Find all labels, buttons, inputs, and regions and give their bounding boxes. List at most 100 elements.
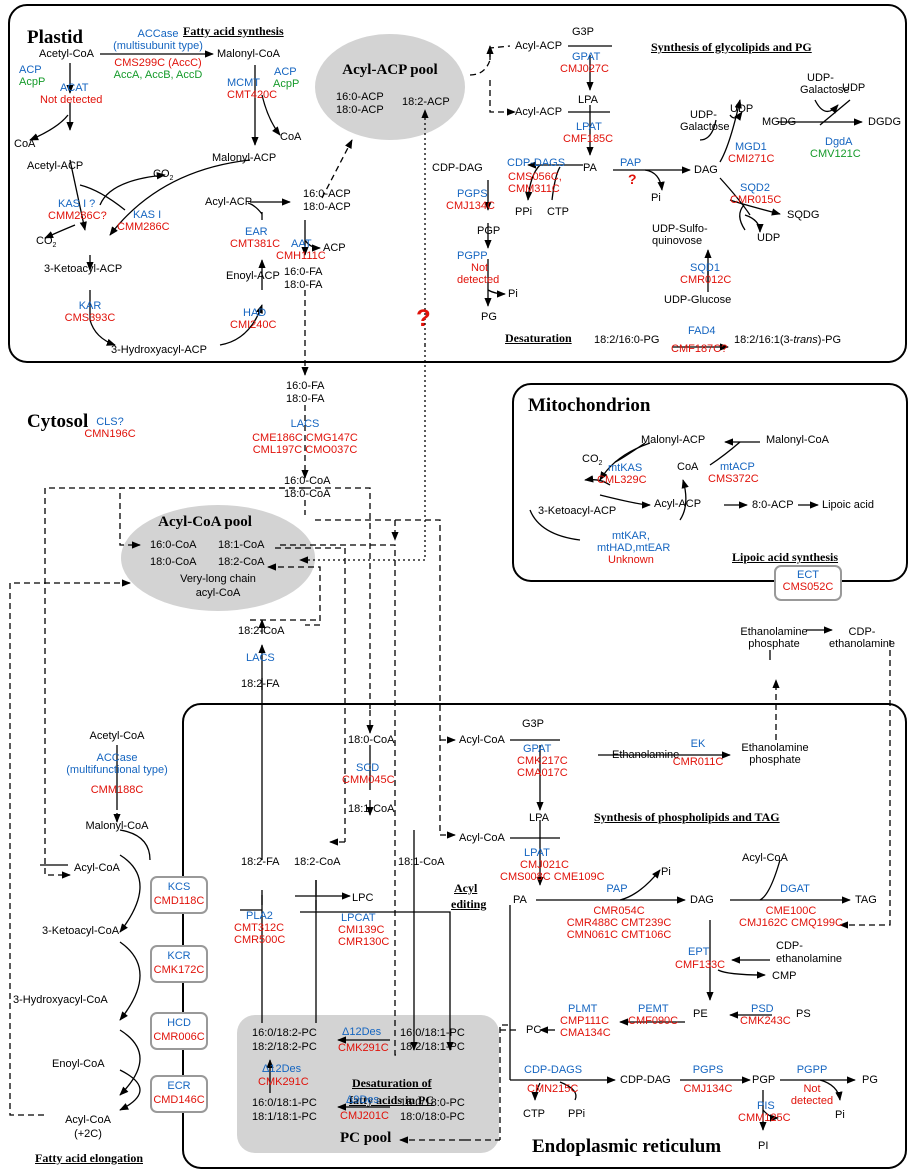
gpat-plastid-gene: CMJ027C (560, 63, 609, 75)
hydroxyacyl-acp: 3-Hydroxyacyl-ACP (111, 344, 207, 356)
pc-18-0-18-0: 18:0/18:0-PC (400, 1111, 465, 1123)
dgda-gene: CMV121C (810, 148, 861, 160)
er-cdp-etn-2: ethanolamine (776, 953, 843, 965)
pool-vlc-2: acyl-CoA (195, 587, 241, 599)
pap-question: ? (628, 171, 637, 187)
mtkar-1: mtKAR, (612, 530, 650, 542)
er-label: Endoplasmic reticulum (532, 1136, 722, 1157)
ctp-plastid: CTP (547, 206, 569, 218)
elong-ketoacyl: 3-Ketoacyl-CoA (42, 925, 120, 937)
er-compartment (182, 703, 907, 1169)
er-pgpp: PGPP (796, 1064, 828, 1076)
kcs: KCS (167, 881, 191, 893)
desat-product: 18:2/16:1(3-trans)-PG (734, 334, 842, 346)
malonyl-coa: Malonyl-CoA (217, 48, 280, 60)
lpat-plastid-gene: CMF185C (563, 133, 614, 145)
mito-unknown: Unknown (608, 554, 654, 566)
pool-vlc-1: Very-long chain (180, 573, 256, 585)
had: HAD (243, 307, 267, 319)
hcd: HCD (167, 1017, 191, 1029)
lipoic-section: Lipoic acid synthesis (732, 550, 839, 564)
pc-18-1-18-1: 18:1/18:1-PC (252, 1111, 317, 1123)
er-lpat-gene-1: CMJ021C (520, 859, 569, 871)
pc-pool-title: PC pool (340, 1130, 392, 1146)
lipoic-acid: Lipoic acid (822, 499, 874, 511)
er-pap-gene-1: CMR054C (593, 905, 645, 917)
pgpp-nd-1: Not (471, 262, 489, 274)
er-acyl-coa-2: Acyl-CoA (459, 832, 505, 844)
er-gpat-gene-1: CMK217C (517, 755, 568, 767)
kas1: KAS I (133, 209, 162, 221)
dag-plastid: DAG (694, 164, 718, 176)
etn-phosphate-2: phosphate (748, 638, 800, 650)
cyto-fa-18-0: 18:0-FA (286, 393, 325, 405)
cyto-coa-18-2: 18:2-CoA (238, 625, 285, 637)
ect-box (774, 565, 842, 601)
udp-sqd: UDP (757, 232, 781, 244)
cdp-dags-gene-2: CMM311C (508, 183, 560, 195)
pc-desaturation-1: Desaturation of (352, 1076, 432, 1090)
er-etn-p-2: phosphate (749, 754, 801, 766)
ecr: ECR (167, 1080, 191, 1092)
sqd2: SQD2 (740, 182, 770, 194)
pis-gene: CMM125C (738, 1112, 791, 1124)
plastid-compartment (8, 4, 907, 363)
pgpp-plastid: PGPP (457, 250, 488, 262)
sqd1-gene: CMR012C (680, 274, 732, 286)
ppi-plastid: PPi (515, 206, 533, 218)
cyto-fa-16-0: 16:0-FA (286, 380, 325, 392)
elong-acyl-coa-2: Acyl-CoA (65, 1114, 111, 1126)
ear-gene: CMT381C (230, 238, 281, 250)
mito-ketoacyl: 3-Ketoacyl-ACP (538, 505, 617, 517)
cls-gene: CMN196C (84, 428, 136, 440)
accase-mf-gene: CMM188C (90, 784, 144, 796)
mgd1-gene: CMI271C (728, 153, 775, 165)
ethanolamine: Ethanolamine (612, 749, 680, 761)
acp-3: ACP (323, 242, 346, 254)
sqd1: SQD1 (690, 262, 720, 274)
er-coa-18-1-b: 18:1-CoA (398, 856, 445, 868)
er-fa-18-2: 18:2-FA (241, 856, 280, 868)
unknown-transport-question: ? (416, 305, 431, 332)
er-pap-gene-2: CMR488C CMT239C (566, 917, 672, 929)
lpc: LPC (352, 892, 374, 904)
pis: PIS (757, 1100, 775, 1112)
pemt-gene: CMF090C (628, 1015, 679, 1027)
acetyl-coa: Acetyl-CoA (39, 48, 95, 60)
d12des-1: Δ12Des (342, 1026, 382, 1038)
er-gpat-gene-2: CMA017C (517, 767, 568, 779)
kcr: KCR (167, 950, 191, 962)
er-ps: PS (796, 1008, 811, 1020)
er-pap-gene-3: CMN061C CMT106C (566, 929, 672, 941)
kar: KAR (78, 300, 102, 312)
ek-gene: CMR011C (672, 756, 724, 768)
enoyl-acp: Enoyl-ACP (226, 270, 280, 282)
udp-glucose: UDP-Glucose (664, 294, 732, 306)
kar-gene: CMS393C (64, 312, 116, 324)
pc-18-2-18-1: 18:2/18:1-PC (400, 1041, 465, 1053)
pc-desaturation-2: fatty acids in PC (349, 1093, 434, 1107)
fa-synthesis-section: Fatty acid synthesis (183, 24, 284, 38)
er-cdp-dags: CDP-DAGS (524, 1064, 583, 1076)
hcd-gene: CMR006C (153, 1031, 205, 1043)
acp-1: ACP (19, 64, 42, 76)
kcr-gene: CMK172C (153, 964, 205, 976)
pap-plastid: PAP (620, 157, 642, 169)
er-ppi: PPi (568, 1108, 586, 1120)
pool-16-0-coa: 16:0-CoA (150, 539, 197, 551)
acpp-1: AcpP (19, 76, 46, 88)
kas1-q: KAS I ? (58, 198, 96, 210)
acetyl-acp: Acetyl-ACP (27, 160, 84, 172)
er-cmp: CMP (772, 970, 797, 982)
hcd-box (150, 1012, 208, 1050)
ecr-box (150, 1075, 208, 1113)
c18-0-acp: 18:0-ACP (303, 201, 351, 213)
pool-18-2-acp: 18:2-ACP (402, 96, 450, 108)
psd: PSD (751, 1003, 774, 1015)
udp-gal-2: Galactose (680, 121, 730, 133)
lpat-plastid: LPAT (576, 121, 602, 133)
mito-malonyl-acp: Malonyl-ACP (641, 434, 706, 446)
acyl-acp-a: Acyl-ACP (515, 40, 563, 52)
pi-plastid-2: Pi (508, 288, 518, 300)
